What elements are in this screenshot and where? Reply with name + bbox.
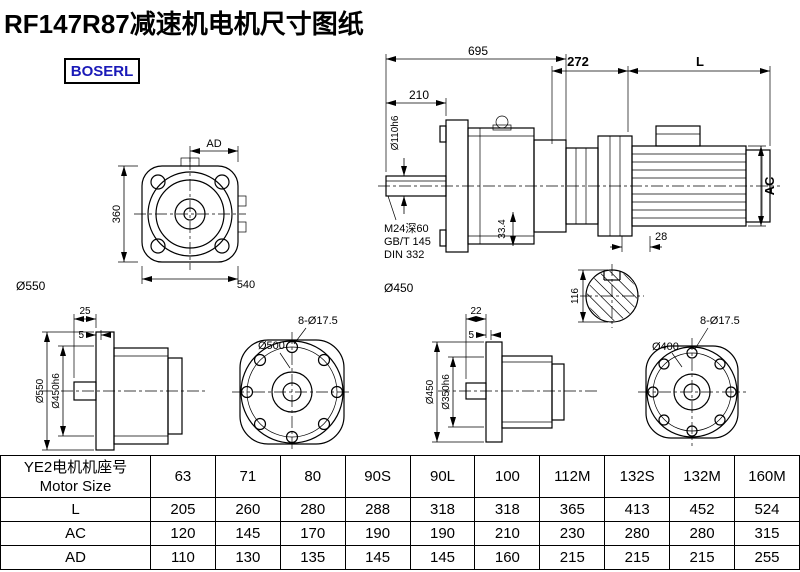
dim-label-5a: 5 xyxy=(78,330,84,341)
dim-label-334: 33.4 xyxy=(497,219,508,239)
flange450-front-view: Ø400 8-Ø17.5 xyxy=(638,315,746,446)
label-front-flange-od: Ø550 xyxy=(16,279,46,293)
value-cell: 215 xyxy=(539,545,606,570)
value-cell: 215 xyxy=(604,545,671,570)
dim-label-116: 116 xyxy=(570,288,581,304)
shaft-section-hatch xyxy=(587,271,637,321)
flange550-side-view: 25 5 Ø550 Ø450h6 xyxy=(35,306,205,451)
motor-size-cell: 100 xyxy=(474,455,541,498)
value-cell: 170 xyxy=(279,521,346,546)
label-holes-400: 8-Ø17.5 xyxy=(700,315,740,327)
table-header-row: YE2电机机座号 Motor Size 63 71 80 90S 90L 100… xyxy=(0,455,800,498)
motor-size-cell: 132M xyxy=(669,455,736,498)
motor-size-cell: 90S xyxy=(344,455,411,498)
value-cell: 280 xyxy=(669,521,736,546)
dim-label-AC: AC xyxy=(762,176,777,195)
dim-label-360: 360 xyxy=(111,205,123,223)
front-view-drawing: AD 360 540 Ø550 xyxy=(16,138,255,293)
motor-size-cell: 112M xyxy=(539,455,606,498)
value-cell: 318 xyxy=(474,497,541,522)
dim-label-od450: Ø450 xyxy=(425,379,436,404)
value-cell: 280 xyxy=(604,521,671,546)
dim-label-28: 28 xyxy=(655,231,667,243)
value-cell: 205 xyxy=(150,497,216,522)
label-bolt-circle-500: Ø500 xyxy=(258,340,285,352)
dimension-table: YE2电机机座号 Motor Size 63 71 80 90S 90L 100… xyxy=(0,455,800,570)
motor-size-cell: 90L xyxy=(409,455,476,498)
row-label-L: L xyxy=(0,497,151,522)
dim-label-272: 272 xyxy=(567,54,589,69)
value-cell: 260 xyxy=(214,497,281,522)
flange550-front-view: Ø500 8-Ø17.5 xyxy=(232,315,352,452)
row-label-AC: AC xyxy=(0,521,151,546)
label-gearbox-flange-od: Ø450 xyxy=(384,281,414,295)
value-cell: 318 xyxy=(409,497,476,522)
dim-label-L: L xyxy=(696,54,704,69)
value-cell: 135 xyxy=(279,545,346,570)
dim-label-shaft-dia: Ø110h6 xyxy=(390,115,401,150)
note-tap-hole: M24深60 xyxy=(384,222,429,235)
header-label-en: Motor Size xyxy=(39,477,112,495)
value-cell: 280 xyxy=(279,497,346,522)
value-cell: 210 xyxy=(474,521,541,546)
dim-label-od550: Ø550 xyxy=(35,378,46,403)
motor-size-cell: 71 xyxy=(214,455,281,498)
value-cell: 288 xyxy=(344,497,411,522)
value-cell: 452 xyxy=(669,497,736,522)
motor-size-cell: 160M xyxy=(734,455,800,498)
value-cell: 130 xyxy=(214,545,281,570)
page-title: RF147R87减速机电机尺寸图纸 xyxy=(4,9,364,39)
value-cell: 315 xyxy=(734,521,800,546)
motor-size-cell: 80 xyxy=(279,455,346,498)
value-cell: 190 xyxy=(344,521,411,546)
motor-size-cell: 63 xyxy=(150,455,216,498)
value-cell: 145 xyxy=(409,545,476,570)
value-cell: 145 xyxy=(344,545,411,570)
table-row-AD: AD 110 130 135 145 145 160 215 215 215 2… xyxy=(0,545,800,570)
note-din-standard: DIN 332 xyxy=(384,249,424,261)
table-row-L: L 205 260 280 288 318 318 365 413 452 52… xyxy=(0,497,800,522)
dim-label-spigot350h6: Ø350h6 xyxy=(441,374,452,410)
dim-label-210: 210 xyxy=(409,88,429,102)
technical-drawing-canvas: AD 360 540 Ø550 xyxy=(16,44,780,452)
note-gbt-standard: GB/T 145 xyxy=(384,236,431,248)
brand-logo: BOSERL xyxy=(64,58,140,84)
dim-label-540: 540 xyxy=(237,279,255,291)
dim-label-spigot450h6: Ø450h6 xyxy=(51,373,62,409)
value-cell: 190 xyxy=(409,521,476,546)
value-cell: 145 xyxy=(214,521,281,546)
dim-label-25: 25 xyxy=(79,306,91,317)
flange450-side-view: 22 5 Ø450 Ø350h6 xyxy=(425,306,598,443)
table-row-AC: AC 120 145 170 190 190 210 230 280 280 3… xyxy=(0,521,800,546)
header-label-zh: YE2电机机座号 xyxy=(23,458,128,476)
value-cell: 413 xyxy=(604,497,671,522)
label-bolt-circle-400: Ø400 xyxy=(652,341,679,353)
dim-label-ad: AD xyxy=(206,138,221,150)
motor-size-header-cell: YE2电机机座号 Motor Size xyxy=(0,455,151,498)
value-cell: 120 xyxy=(150,521,216,546)
value-cell: 110 xyxy=(150,545,216,570)
motor-size-cell: 132S xyxy=(604,455,671,498)
value-cell: 365 xyxy=(539,497,606,522)
value-cell: 215 xyxy=(669,545,736,570)
dim-label-695: 695 xyxy=(468,44,488,58)
value-cell: 524 xyxy=(734,497,800,522)
value-cell: 255 xyxy=(734,545,800,570)
dim-label-22: 22 xyxy=(470,306,482,317)
gearbox-side-view: 695 210 Ø110h6 M24深60 GB/T 145 DIN 332 3… xyxy=(378,44,780,295)
motor-side-view: 272 L AC 28 xyxy=(551,54,777,328)
label-holes-500: 8-Ø17.5 xyxy=(298,315,338,327)
value-cell: 230 xyxy=(539,521,606,546)
row-label-AD: AD xyxy=(0,545,151,570)
value-cell: 160 xyxy=(474,545,541,570)
dim-label-5b: 5 xyxy=(468,330,474,341)
